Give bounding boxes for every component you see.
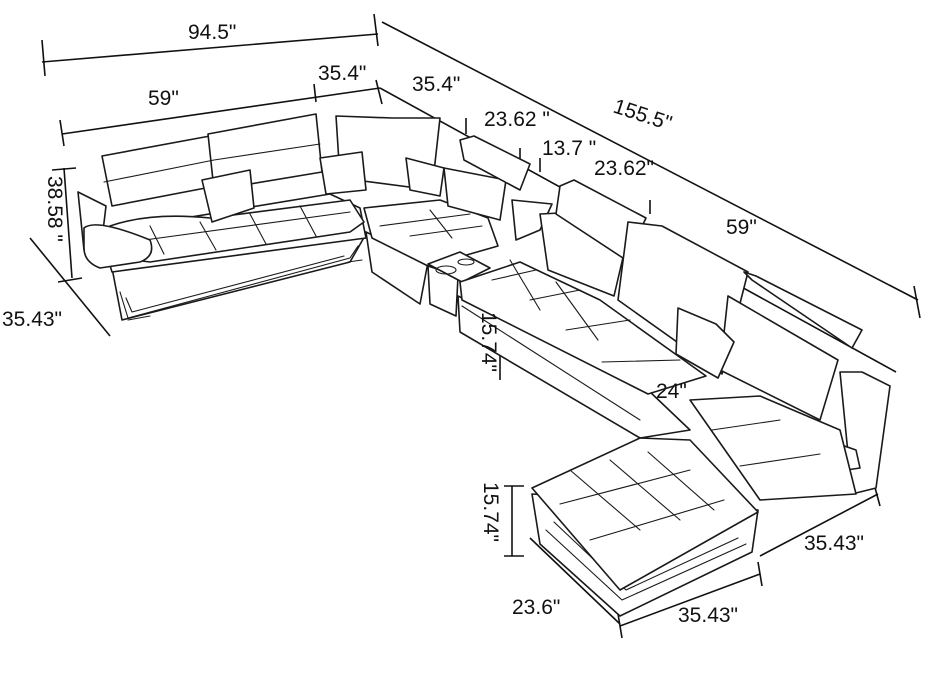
dimension-labels: 94.5" 59" 35.4" 35.4" 155.5" 23.62 " 13.…: [2, 21, 864, 627]
dim-overall-length: 155.5": [610, 95, 674, 135]
dim-seat-height: 15.74": [477, 312, 500, 372]
dim-console-width: 13.7 ": [542, 137, 596, 160]
dim-back-height: 38.58 ": [43, 176, 66, 242]
dim-right-section-length: 59": [726, 216, 757, 239]
corner-console-section: [363, 135, 553, 317]
right-sofa-section: [457, 179, 891, 501]
left-sofa-section: [77, 113, 445, 321]
dim-chaise-height: 15.74": [479, 482, 502, 542]
dim-chaise-end-depth: 35.43": [804, 532, 864, 555]
dim-chaise-width: 23.6": [512, 596, 560, 619]
dim-top-overall-width: 94.5": [188, 21, 236, 44]
dim-seat-depth: 24": [656, 380, 687, 403]
dimension-lines: [29, 13, 921, 639]
dim-left-section-width: 59": [148, 87, 179, 110]
dim-left-depth: 35.43": [2, 308, 62, 331]
dim-seat-width-b: 23.62": [594, 157, 654, 180]
dim-corner-depth: 35.4": [412, 73, 460, 96]
dim-chaise-length: 35.43": [678, 604, 738, 627]
chaise-section: [531, 437, 759, 617]
dim-corner-width: 35.4": [318, 62, 366, 85]
dim-seat-width-a: 23.62 ": [484, 108, 550, 131]
